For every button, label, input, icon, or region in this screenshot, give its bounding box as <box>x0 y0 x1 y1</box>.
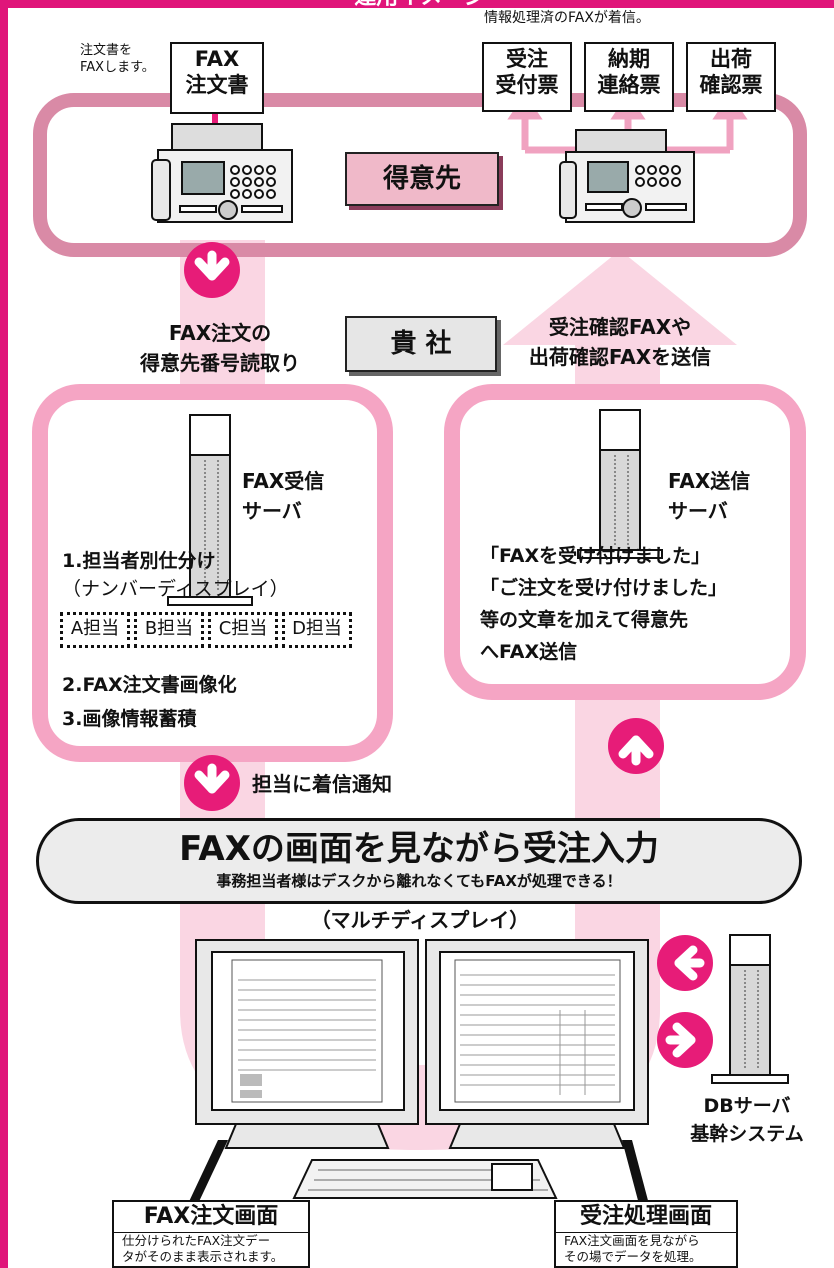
db-server-label-line-2: 基幹システム <box>690 1123 804 1145</box>
db-server-label: DBサーバ 基幹システム <box>672 1092 822 1148</box>
doc-order-receipt: 受注 受付票 <box>482 42 572 112</box>
staff-box-b: B担当 <box>134 612 204 648</box>
doc-delivery-notice-line-2: 連絡票 <box>597 73 661 97</box>
incoming-note: 情報処理済のFAXが着信。 <box>484 10 650 26</box>
step1-sub: （ナンバーディスプレイ） <box>62 578 289 600</box>
fax-order-screen-desc-line-1: 仕分けられたFAX注文デー <box>122 1233 271 1248</box>
receive-server-label-line-1: FAX受信 <box>242 469 325 493</box>
doc-shipping-confirm-line-1: 出荷 <box>710 47 752 71</box>
fax-order-doc: FAX 注文書 <box>170 42 264 114</box>
order-processing-screen-desc-line-1: FAX注文画面を見ながら <box>564 1233 700 1248</box>
doc-shipping-confirm: 出荷 確認票 <box>686 42 776 112</box>
doc-order-receipt-line-1: 受注 <box>506 47 548 71</box>
fax-receive-server <box>167 414 253 606</box>
right-arrow-db-icon <box>657 1012 713 1068</box>
send-caption: 受注確認FAXや 出荷確認FAXを送信 <box>500 312 740 372</box>
monitor-right <box>425 939 649 1149</box>
doc-delivery-notice: 納期 連絡票 <box>584 42 674 112</box>
fax-machine-left <box>151 123 293 223</box>
staff-box-c: C担当 <box>208 612 278 648</box>
step2: 2.FAX注文書画像化 <box>62 674 237 696</box>
doc-shipping-confirm-line-2: 確認票 <box>699 73 763 97</box>
send-note-line-2: FAXします。 <box>80 60 155 75</box>
company-label: 貴 社 <box>345 316 497 372</box>
down-arrow-read-icon <box>184 242 240 298</box>
fax-order-screen-title: FAX注文画面 <box>114 1202 308 1233</box>
order-processing-screen-desc: FAX注文画面を見ながら その場でデータを処理。 <box>556 1233 736 1265</box>
send-panel-line-1: 「FAXを受け付けました」 <box>480 545 711 567</box>
customer-label: 得意先 <box>345 152 499 206</box>
send-note-line-1: 注文書を <box>80 43 133 58</box>
read-caption: FAX注文の 得意先番号読取り <box>120 318 320 378</box>
doc-order-receipt-line-2: 受付票 <box>495 73 559 97</box>
down-arrow-notify-icon <box>184 755 240 811</box>
db-server <box>711 934 789 1084</box>
fax-send-server <box>577 409 663 559</box>
header-bar <box>0 0 834 8</box>
send-panel-line-4: へFAX送信 <box>480 641 578 663</box>
send-panel-line-3: 等の文章を加えて得意先 <box>480 609 689 631</box>
fax-order-screen-desc: 仕分けられたFAX注文デー タがそのまま表示されます。 <box>114 1233 308 1265</box>
order-processing-screen-label: 受注処理画面 FAX注文画面を見ながら その場でデータを処理。 <box>554 1200 738 1268</box>
customer-loop <box>33 93 807 257</box>
receive-server-label: FAX受信 サーバ <box>242 466 362 526</box>
order-processing-screen-desc-line-2: その場でデータを処理。 <box>564 1249 702 1264</box>
fax-order-doc-line-2: 注文書 <box>185 73 249 97</box>
staff-box-a: A担当 <box>60 612 130 648</box>
pointer-left <box>186 1140 228 1208</box>
header-title-partial: 運用イメージ <box>300 0 540 10</box>
staff-box-d: D担当 <box>282 612 352 648</box>
db-server-label-line-1: DBサーバ <box>703 1095 791 1117</box>
keyboard <box>292 1159 558 1199</box>
order-processing-screen-title: 受注処理画面 <box>556 1202 736 1233</box>
up-arrow-send-icon <box>608 718 664 774</box>
send-caption-line-2: 出荷確認FAXを送信 <box>528 345 712 369</box>
read-caption-line-1: FAX注文の <box>168 321 272 345</box>
multi-display-caption: （マルチディスプレイ） <box>310 908 530 932</box>
fax-order-screen-label: FAX注文画面 仕分けられたFAX注文デー タがそのまま表示されます。 <box>112 1200 310 1268</box>
left-arrow-db-icon <box>657 935 713 991</box>
send-server-label-line-2: サーバ <box>668 499 728 523</box>
doc-delivery-notice-line-1: 納期 <box>608 47 650 71</box>
read-caption-line-2: 得意先番号読取り <box>140 351 300 375</box>
send-panel-line-2: 「ご注文を受け付けました」 <box>480 577 728 599</box>
send-server-label: FAX送信 サーバ <box>668 466 788 526</box>
notify-caption: 担当に着信通知 <box>252 772 392 796</box>
send-note: 注文書を FAXします。 <box>80 42 160 76</box>
fax-order-screen-desc-line-2: タがそのまま表示されます。 <box>122 1249 284 1264</box>
send-caption-line-1: 受注確認FAXや <box>548 315 692 339</box>
left-frame-bar <box>0 0 8 1268</box>
monitor-left <box>195 939 419 1149</box>
fax-order-doc-line-1: FAX <box>194 47 240 71</box>
fax-machine-right <box>559 129 695 223</box>
receive-server-label-line-2: サーバ <box>242 499 302 523</box>
pointer-right <box>622 1140 650 1208</box>
send-panel-text: 「FAXを受け付けました」 「ご注文を受け付けました」 等の文章を加えて得意先 … <box>480 540 780 668</box>
step3: 3.画像情報蓄積 <box>62 708 197 730</box>
send-server-label-line-1: FAX送信 <box>668 469 751 493</box>
main-banner: FAXの画面を見ながら受注入力 事務担当者様はデスクから離れなくてもFAXが処理… <box>36 818 802 904</box>
banner-subtitle: 事務担当者様はデスクから離れなくてもFAXが処理できる！ <box>216 872 622 890</box>
banner-title: FAXの画面を見ながら受注入力 <box>179 829 659 869</box>
step1: 1.担当者別仕分け <box>62 550 216 572</box>
